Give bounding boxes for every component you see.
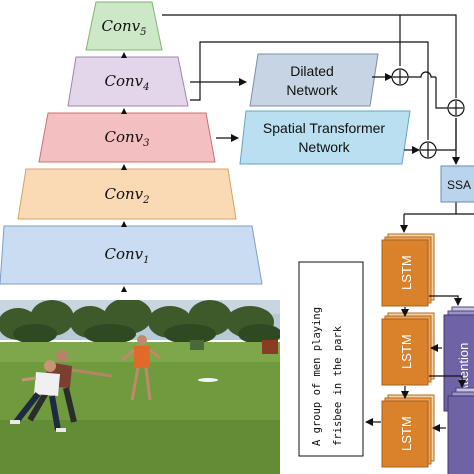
svg-text:Conv5: Conv5: [101, 17, 146, 38]
svg-text:A group of men playing: A group of men playing: [311, 307, 323, 446]
svg-text:frisbee in the park: frisbee in the park: [332, 325, 344, 446]
svg-text:LSTM: LSTM: [399, 416, 414, 451]
sum-node-2: [447, 99, 465, 117]
conv4-layer: Conv4: [67, 56, 189, 107]
sum-node-1: [391, 68, 409, 86]
ssa-box: SSA: [440, 165, 474, 203]
svg-text:Attention: Attention: [456, 343, 471, 394]
svg-text:LSTM: LSTM: [399, 334, 414, 369]
svg-text:Network: Network: [286, 82, 338, 98]
svg-text:Conv1: Conv1: [104, 245, 149, 266]
conv2-layer: Conv2: [17, 168, 237, 220]
frisbee-scene-image: [0, 300, 280, 474]
conv1-layer: Conv1: [0, 225, 263, 285]
spatial-transformer-box: Spatial Transformer Network: [239, 110, 411, 165]
sum-node-3: [419, 141, 437, 159]
svg-text:Network: Network: [298, 139, 350, 155]
connector-lines: [162, 14, 474, 233]
lstm-cell-3: LSTM: [381, 394, 435, 468]
conv3-layer: Conv3: [38, 112, 216, 163]
decoder-connectors: [365, 295, 466, 432]
svg-text:SSA: SSA: [447, 178, 471, 192]
svg-text:Spatial Transformer: Spatial Transformer: [263, 120, 385, 136]
caption-box: A group of men playing frisbee in the pa…: [298, 261, 364, 457]
svg-text:Conv3: Conv3: [104, 128, 149, 149]
conv5-layer: Conv5: [85, 1, 163, 51]
dilated-network-box: Dilated Network: [249, 53, 379, 107]
input-photo: [0, 300, 280, 474]
svg-text:Conv4: Conv4: [104, 72, 149, 93]
lstm-cell-1: LSTM: [381, 233, 435, 307]
attention-block-2: [447, 387, 474, 474]
encoder-up-arrows: [121, 52, 127, 292]
lstm-cell-2: LSTM: [381, 312, 435, 386]
svg-text:Conv2: Conv2: [104, 185, 149, 206]
svg-text:Dilated: Dilated: [290, 63, 334, 79]
svg-text:LSTM: LSTM: [399, 255, 414, 290]
